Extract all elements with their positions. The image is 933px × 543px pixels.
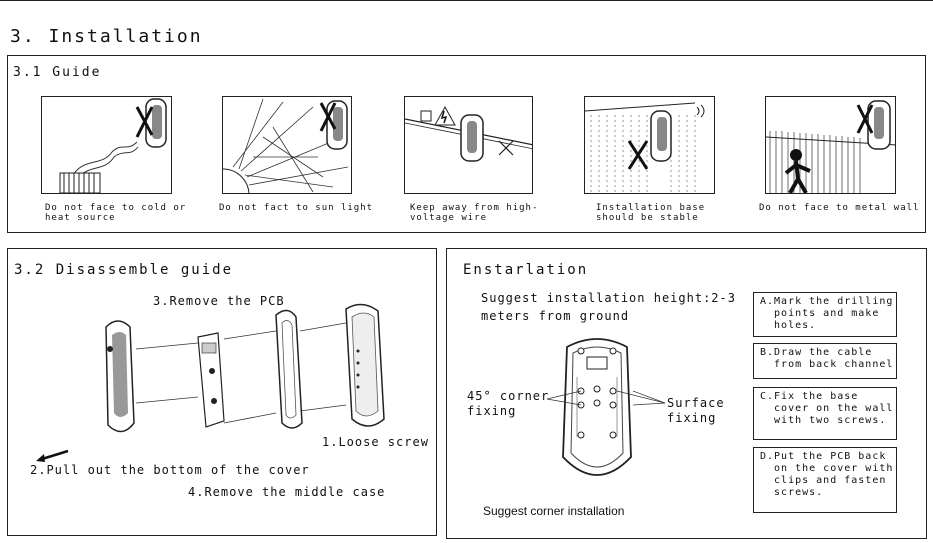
arrow-left-icon bbox=[36, 449, 69, 462]
top-divider bbox=[0, 0, 933, 1]
corner-fixing-label: 45° corner fixing bbox=[467, 389, 550, 418]
guide-caption-metal-wall: Do not face to metal wall bbox=[759, 203, 920, 213]
guide-image-metal-wall bbox=[765, 96, 896, 194]
install-step-d: D.Put the PCB back on the cover with cli… bbox=[753, 447, 897, 513]
corner-installation-note: Suggest corner installation bbox=[483, 504, 625, 518]
install-step-c: C.Fix the base cover on the wall with tw… bbox=[753, 387, 897, 440]
guide-caption-high-voltage: Keep away from high- voltage wire bbox=[410, 203, 539, 223]
step-remove-middle: 4.Remove the middle case bbox=[188, 485, 386, 499]
disassemble-panel: 3.2 Disassemble guide 3.Remove the PCB 1… bbox=[7, 248, 437, 536]
guide-panel: 3.1 Guide Do not face to cold or heat so… bbox=[7, 55, 926, 233]
guide-image-heat-source bbox=[41, 96, 172, 194]
base-plate-diagram bbox=[562, 338, 632, 476]
installation-height-note: Suggest installation height:2-3 meters f… bbox=[481, 291, 736, 323]
step-pull-out: 2.Pull out the bottom of the cover bbox=[30, 463, 310, 477]
guide-caption-heat-source: Do not face to cold or heat source bbox=[45, 203, 187, 223]
fixing-leader-lines bbox=[546, 390, 666, 406]
surface-fixing-label: Surface fixing bbox=[667, 396, 725, 425]
guide-image-sun-light bbox=[222, 96, 352, 194]
disassembly-diagram bbox=[105, 303, 385, 433]
guide-caption-sun-light: Do not fact to sun light bbox=[219, 203, 374, 213]
step-loose-screw: 1.Loose screw bbox=[322, 435, 429, 449]
section-title: 3. Installation bbox=[10, 26, 203, 47]
guide-image-high-voltage bbox=[404, 96, 533, 194]
install-step-b: B.Draw the cable from back channel bbox=[753, 343, 897, 379]
guide-image-stable-base bbox=[584, 96, 715, 194]
guide-title: 3.1 Guide bbox=[13, 65, 102, 80]
enstarlation-panel: Enstarlation Suggest installation height… bbox=[446, 248, 927, 539]
disassemble-title: 3.2 Disassemble guide bbox=[14, 262, 234, 278]
guide-caption-stable-base: Installation base should be stable bbox=[596, 203, 706, 223]
install-step-a: A.Mark the drilling points and make hole… bbox=[753, 292, 897, 337]
step-remove-pcb: 3.Remove the PCB bbox=[153, 294, 285, 308]
enstarlation-title: Enstarlation bbox=[463, 262, 589, 278]
